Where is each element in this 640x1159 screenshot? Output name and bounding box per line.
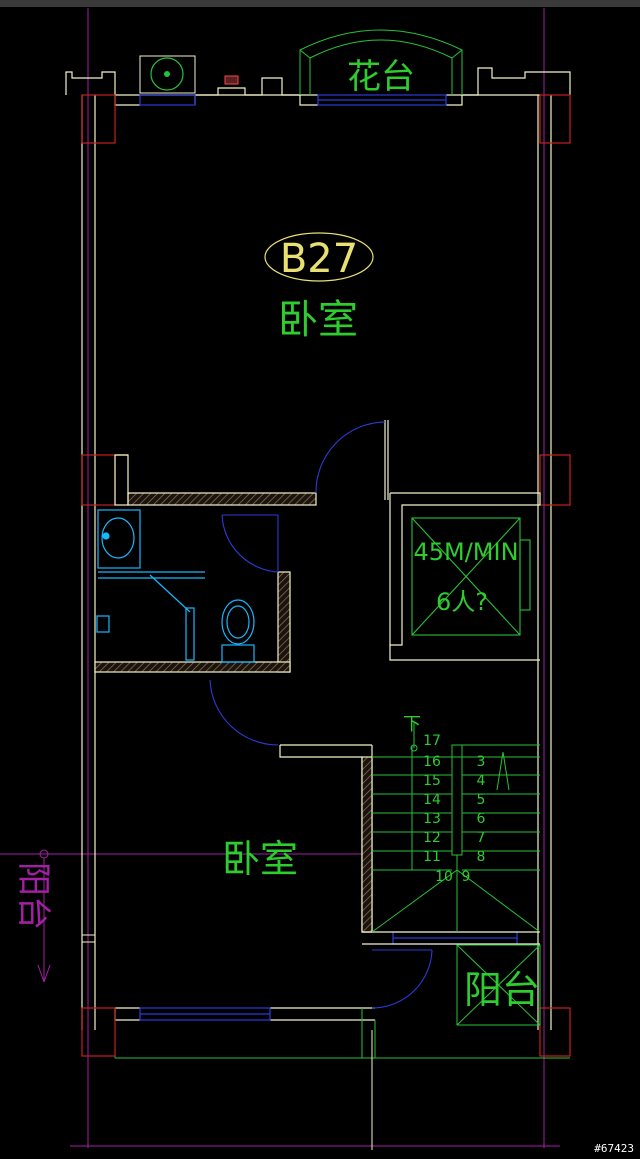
step-3: 3 xyxy=(477,754,486,770)
step-4: 4 xyxy=(477,773,486,789)
step-7: 7 xyxy=(477,830,486,846)
bathroom-fixtures xyxy=(96,509,255,663)
elevator-spec-line1: 45M/MIN xyxy=(413,538,518,566)
step-12: 12 xyxy=(423,830,441,846)
interior-walls xyxy=(94,420,541,945)
step-13: 13 xyxy=(423,811,441,827)
doors xyxy=(209,421,433,1009)
step-14: 14 xyxy=(423,792,441,808)
unit-label-ellipse xyxy=(264,232,374,282)
step-17: 17 xyxy=(423,733,441,749)
balcony-outline xyxy=(114,1008,570,1059)
step-10: 10 xyxy=(435,869,453,885)
room-label-flower-bed: 花台 xyxy=(347,57,415,97)
room-label-bedroom-bottom: 卧室 xyxy=(222,837,298,881)
step-16: 16 xyxy=(423,754,441,770)
elevator-spec-line2: 6人? xyxy=(436,588,488,616)
room-label-bedroom-top: 卧室 xyxy=(278,297,358,343)
step-9: 9 xyxy=(462,869,471,885)
unit-label: B27 xyxy=(280,236,358,282)
flower-bed-arch xyxy=(299,29,463,95)
top-strip xyxy=(0,0,640,7)
stair-step-numbers: 17 16 15 14 13 12 11 10 3 4 5 6 7 8 9 xyxy=(423,733,485,885)
step-6: 6 xyxy=(477,811,486,827)
balcony-box xyxy=(456,944,541,1026)
staircase xyxy=(371,722,541,933)
drain-fixture xyxy=(139,55,239,94)
exterior-walls xyxy=(65,67,571,1030)
axis-lines xyxy=(0,8,560,1148)
room-label-balcony-right: 阳台 xyxy=(464,968,540,1012)
step-15: 15 xyxy=(423,773,441,789)
elevator-car xyxy=(411,517,531,636)
watermark-id: #67423 xyxy=(594,1142,634,1155)
wall-ticks xyxy=(82,934,373,1150)
stair-down-marker: 下 xyxy=(403,714,421,735)
room-label-balcony-left: 阳台 xyxy=(13,862,53,930)
step-8: 8 xyxy=(477,849,486,865)
step-11: 11 xyxy=(423,849,441,865)
step-5: 5 xyxy=(477,792,486,808)
